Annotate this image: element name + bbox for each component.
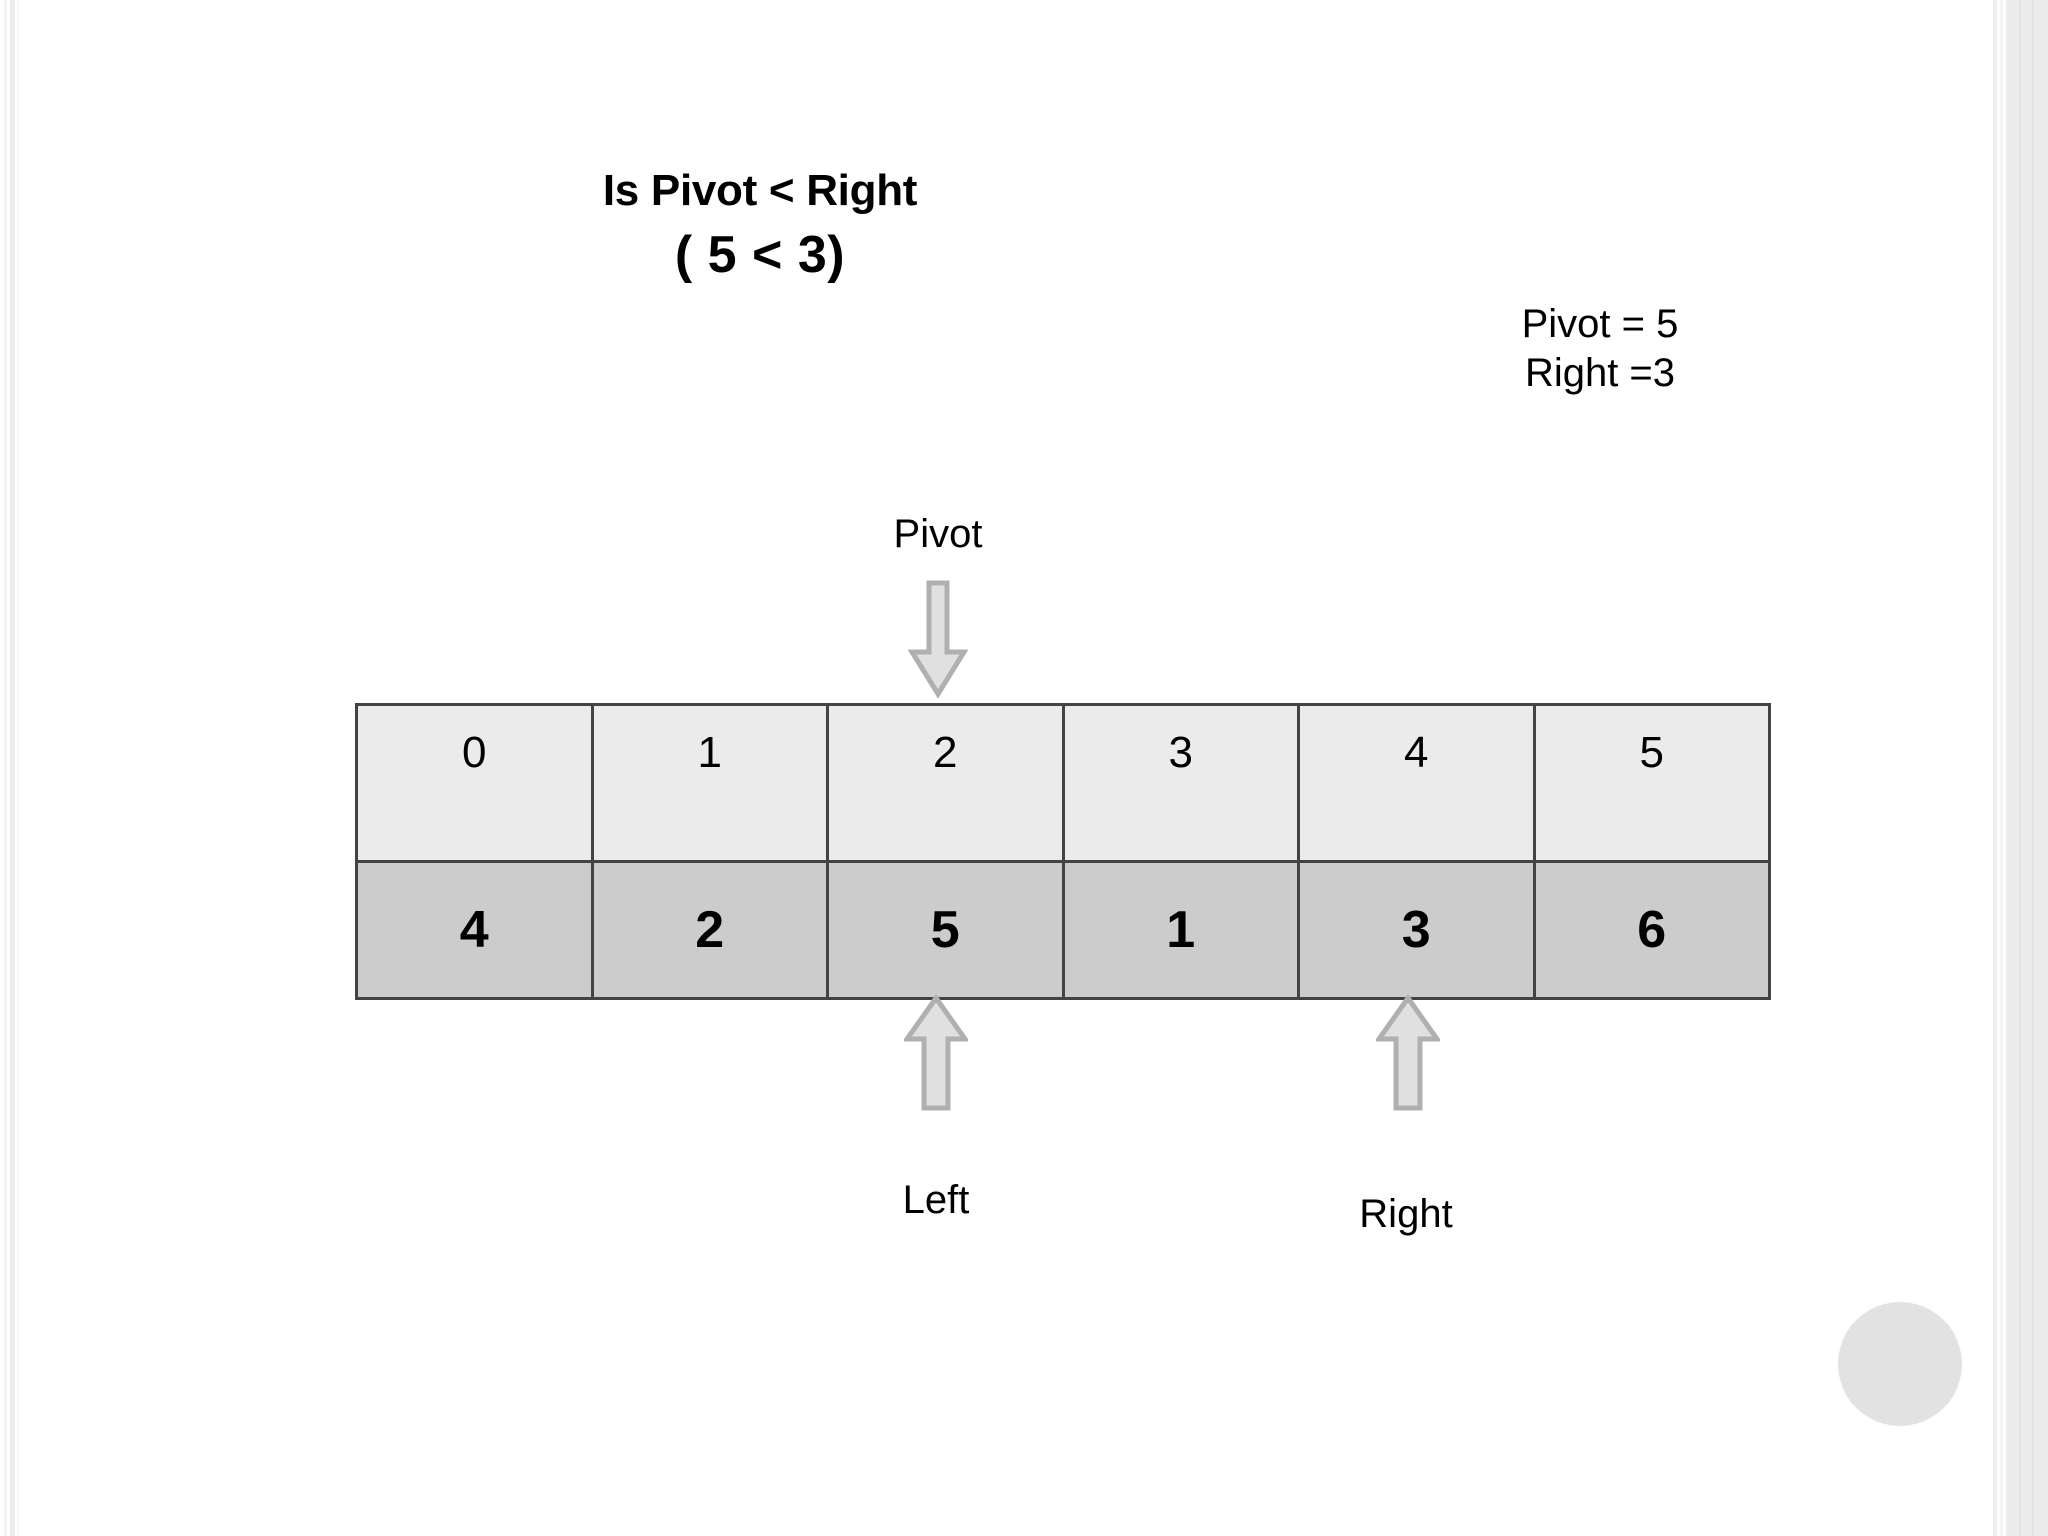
right-side-panel[interactable] — [2006, 0, 2048, 1536]
value-cell: 1 — [1061, 860, 1300, 1000]
right-edge-band — [1993, 0, 1997, 1536]
index-cell: 0 — [355, 703, 594, 863]
arrow-down-icon — [908, 580, 968, 699]
index-row: 0 1 2 3 4 5 — [355, 703, 1771, 863]
index-cell: 2 — [826, 703, 1065, 863]
value-cell: 6 — [1532, 860, 1771, 1000]
left-edge-band — [17, 0, 19, 1536]
title-line-secondary: ( 5 < 3) — [674, 226, 846, 285]
value-cell: 2 — [590, 860, 829, 1000]
value-row: 4 2 5 1 3 6 — [355, 860, 1771, 1000]
index-cell: 1 — [590, 703, 829, 863]
scrollbar-divider — [2032, 0, 2034, 1536]
left-edge-band — [4, 0, 7, 1536]
value-cell: 3 — [1297, 860, 1536, 1000]
value-cell: 5 — [826, 860, 1065, 1000]
right-edge-band — [2000, 0, 2003, 1536]
arrow-up-icon — [904, 995, 968, 1111]
pivot-marker-label: Pivot — [893, 512, 983, 556]
title-line-primary: Is Pivot < Right — [602, 166, 918, 215]
value-legend: Pivot = 5 Right =3 — [1450, 300, 1750, 398]
circle-decoration[interactable] — [1838, 1302, 1962, 1426]
scrollbar-divider — [2019, 0, 2021, 1536]
left-edge-band — [10, 0, 15, 1536]
legend-pivot-value: Pivot = 5 — [1521, 302, 1679, 346]
slide-title: Is Pivot < Right ( 5 < 3) — [360, 166, 1160, 287]
right-pointer-label: Right — [1359, 1192, 1453, 1236]
index-cell: 4 — [1297, 703, 1536, 863]
legend-right-value: Right =3 — [1524, 350, 1676, 395]
value-cell: 4 — [355, 860, 594, 1000]
array-table: 0 1 2 3 4 5 4 2 5 1 3 6 — [355, 703, 1771, 1000]
left-pointer-label: Left — [902, 1178, 970, 1222]
index-cell: 3 — [1061, 703, 1300, 863]
arrow-up-icon — [1376, 995, 1440, 1111]
index-cell: 5 — [1532, 703, 1771, 863]
